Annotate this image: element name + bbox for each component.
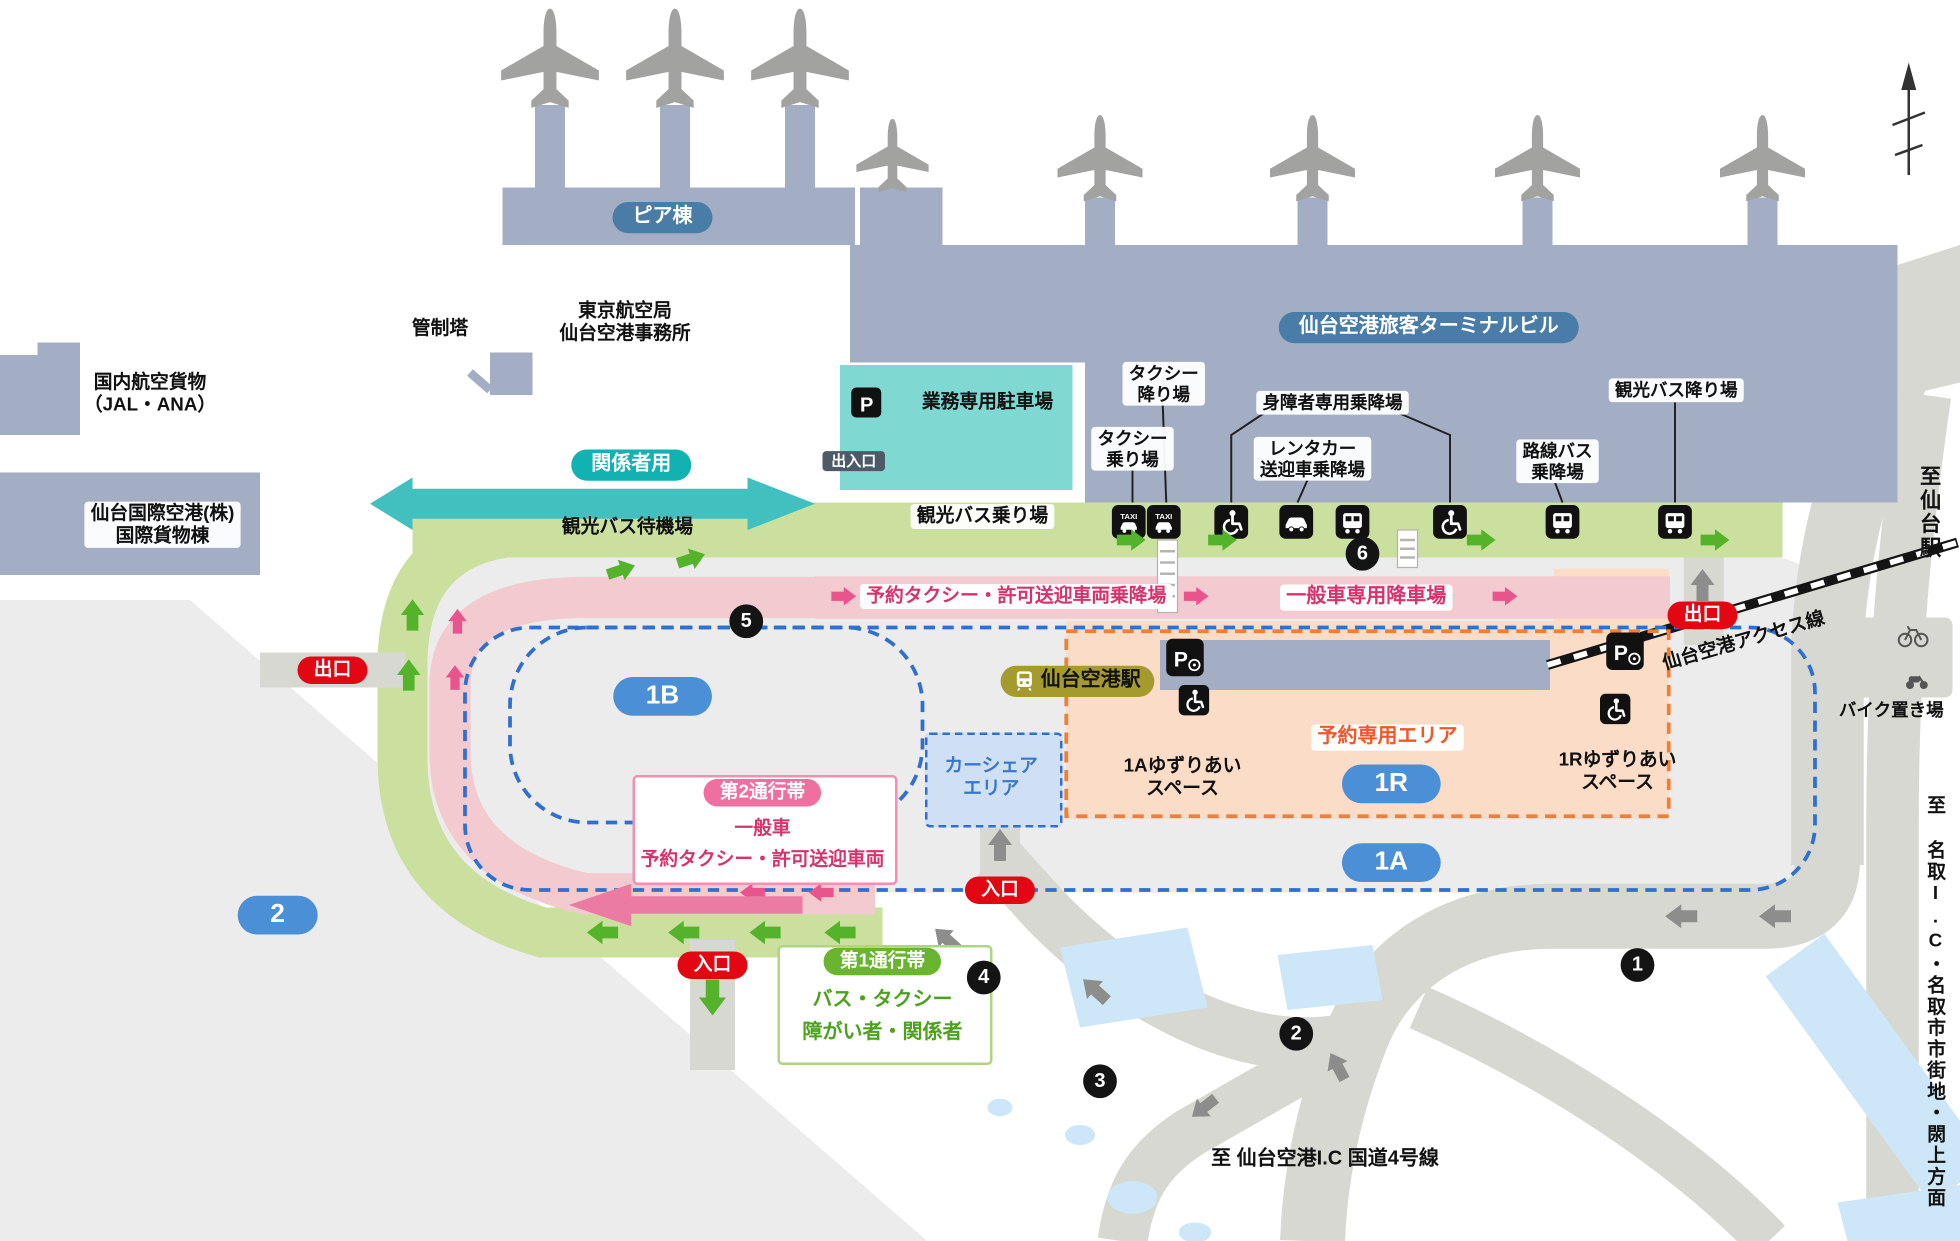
taxi-icon xyxy=(1146,505,1181,539)
moped-icon xyxy=(1906,675,1928,689)
lane1-line1: バス・タクシー xyxy=(812,989,953,1011)
crosswalk-2 xyxy=(1396,529,1419,569)
parking-sign-icons: P xyxy=(851,387,1645,726)
north-symbol xyxy=(1892,62,1926,175)
wheelchair-icon xyxy=(1213,503,1250,541)
exit-pill-right: 出口 xyxy=(1667,601,1738,629)
lane1-title-pill: 第1通行帯 xyxy=(823,947,942,975)
route-bus-label: 路線バス乗降場 xyxy=(1516,439,1599,484)
gray-roads xyxy=(260,245,1960,1241)
marker-4: 4 xyxy=(966,960,1001,995)
entrance-pill-right: 入口 xyxy=(964,876,1036,904)
sendai-station-direction: 至仙台駅 xyxy=(1916,465,1941,560)
leader-lines xyxy=(1131,397,1676,503)
airplane-icons xyxy=(501,8,1805,202)
bicycle-icon xyxy=(1897,625,1929,648)
exit-pill-left: 出口 xyxy=(297,656,368,684)
tokyo-office-label: 東京航空局仙台空港事務所 xyxy=(559,300,691,344)
bus-icon xyxy=(1335,505,1370,539)
svg-text:P: P xyxy=(860,394,873,416)
carshare-label: カーシェアエリア xyxy=(944,755,1038,799)
bus-icon xyxy=(1545,505,1580,539)
reserved-taxi-zone-label: 予約タクシー・許可送迎車両乗降場 xyxy=(859,583,1173,609)
rental-stop-label: レンタカー送迎車乗降場 xyxy=(1253,436,1372,481)
marker-5: 5 xyxy=(729,604,764,639)
yield-1r-label: 1Rゆずりあいスペース xyxy=(1558,749,1677,793)
pink-arrows xyxy=(445,586,1518,927)
station-platform xyxy=(1160,640,1550,690)
control-tower-label: 管制塔 xyxy=(405,316,475,342)
parking-icon: P xyxy=(851,387,882,418)
tour-bus-board-label: 観光バス乗り場 xyxy=(910,503,1055,529)
intl-cargo-label: 仙台国際空港(株)国際貨物棟 xyxy=(84,501,241,549)
tour-bus-wait-label: 観光バス待機場 xyxy=(561,516,694,538)
domestic-cargo-label: 国内航空貨物（JAL・ANA） xyxy=(83,371,217,415)
natori-direction: 至 名取I.C・名取市市街地・閖上方面 xyxy=(1924,795,1947,1209)
general-car-route-dashed xyxy=(463,625,1817,892)
parking-icon xyxy=(1605,631,1645,671)
marker-3: 3 xyxy=(1083,1064,1117,1099)
zone-2-pill: 2 xyxy=(237,895,318,935)
taxi-board-label: タクシー乗り場 xyxy=(1091,426,1174,471)
bus-icon xyxy=(1658,505,1692,539)
marker-6: 6 xyxy=(1345,536,1380,571)
marker-2: 2 xyxy=(1279,1016,1314,1051)
wheelchair-icon xyxy=(1177,683,1211,717)
pier-label: ピア棟 xyxy=(612,201,713,234)
carshare-box xyxy=(925,732,1063,828)
zone-1b-pill: 1B xyxy=(613,677,712,716)
lane2-line2: 予約タクシー・許可送迎車両 xyxy=(640,848,885,871)
water-features xyxy=(987,927,1960,1241)
tour-bus-drop-label: 観光バス降り場 xyxy=(1608,378,1744,402)
lane1-line2: 障がい者・関係者 xyxy=(802,1021,963,1044)
wheelchair-icon xyxy=(1598,692,1632,726)
general-drop-zone-label: 一般車専用降車場 xyxy=(1279,584,1453,611)
loop-1b-dashed xyxy=(508,625,925,825)
zone-1a-pill: 1A xyxy=(1341,843,1441,882)
taxi-icon xyxy=(1111,505,1146,539)
lane2-title-pill: 第2通行帯 xyxy=(703,778,822,807)
parking-icon xyxy=(1165,637,1205,678)
station-name: 仙台空港駅 xyxy=(1040,669,1141,691)
train-icon xyxy=(1016,671,1032,692)
bike-parking-label: バイク置き場 xyxy=(1838,699,1944,720)
reserve-area-label: 予約専用エリア xyxy=(1311,724,1464,751)
yield-1a-label: 1Aゆずりあいスペース xyxy=(1123,755,1242,799)
disabled-stop-label: 身障者専用乗降場 xyxy=(1256,390,1409,415)
taxi-drop-label: タクシー降り場 xyxy=(1122,361,1205,406)
business-parking-label: 業務専用駐車場 xyxy=(921,391,1054,413)
zone-1r-pill: 1R xyxy=(1341,764,1441,803)
terminal-label: 仙台空港旅客ターミナルビル xyxy=(1278,311,1579,344)
staff-only-label: 関係者用 xyxy=(571,449,692,481)
lane2-line1: 一般車 xyxy=(734,817,791,839)
airport-ic-direction: 至 仙台空港I.C 国道4号線 xyxy=(1211,1148,1439,1170)
car-icon xyxy=(1278,504,1314,540)
entrance-pill-left: 入口 xyxy=(677,951,748,979)
marker-1: 1 xyxy=(1620,948,1655,982)
small-gate-label: 出入口 xyxy=(822,451,886,472)
station-pill: 仙台空港駅 xyxy=(1000,665,1155,697)
wheelchair-icon xyxy=(1431,503,1469,541)
reservation-area-dashed xyxy=(1064,629,1671,819)
